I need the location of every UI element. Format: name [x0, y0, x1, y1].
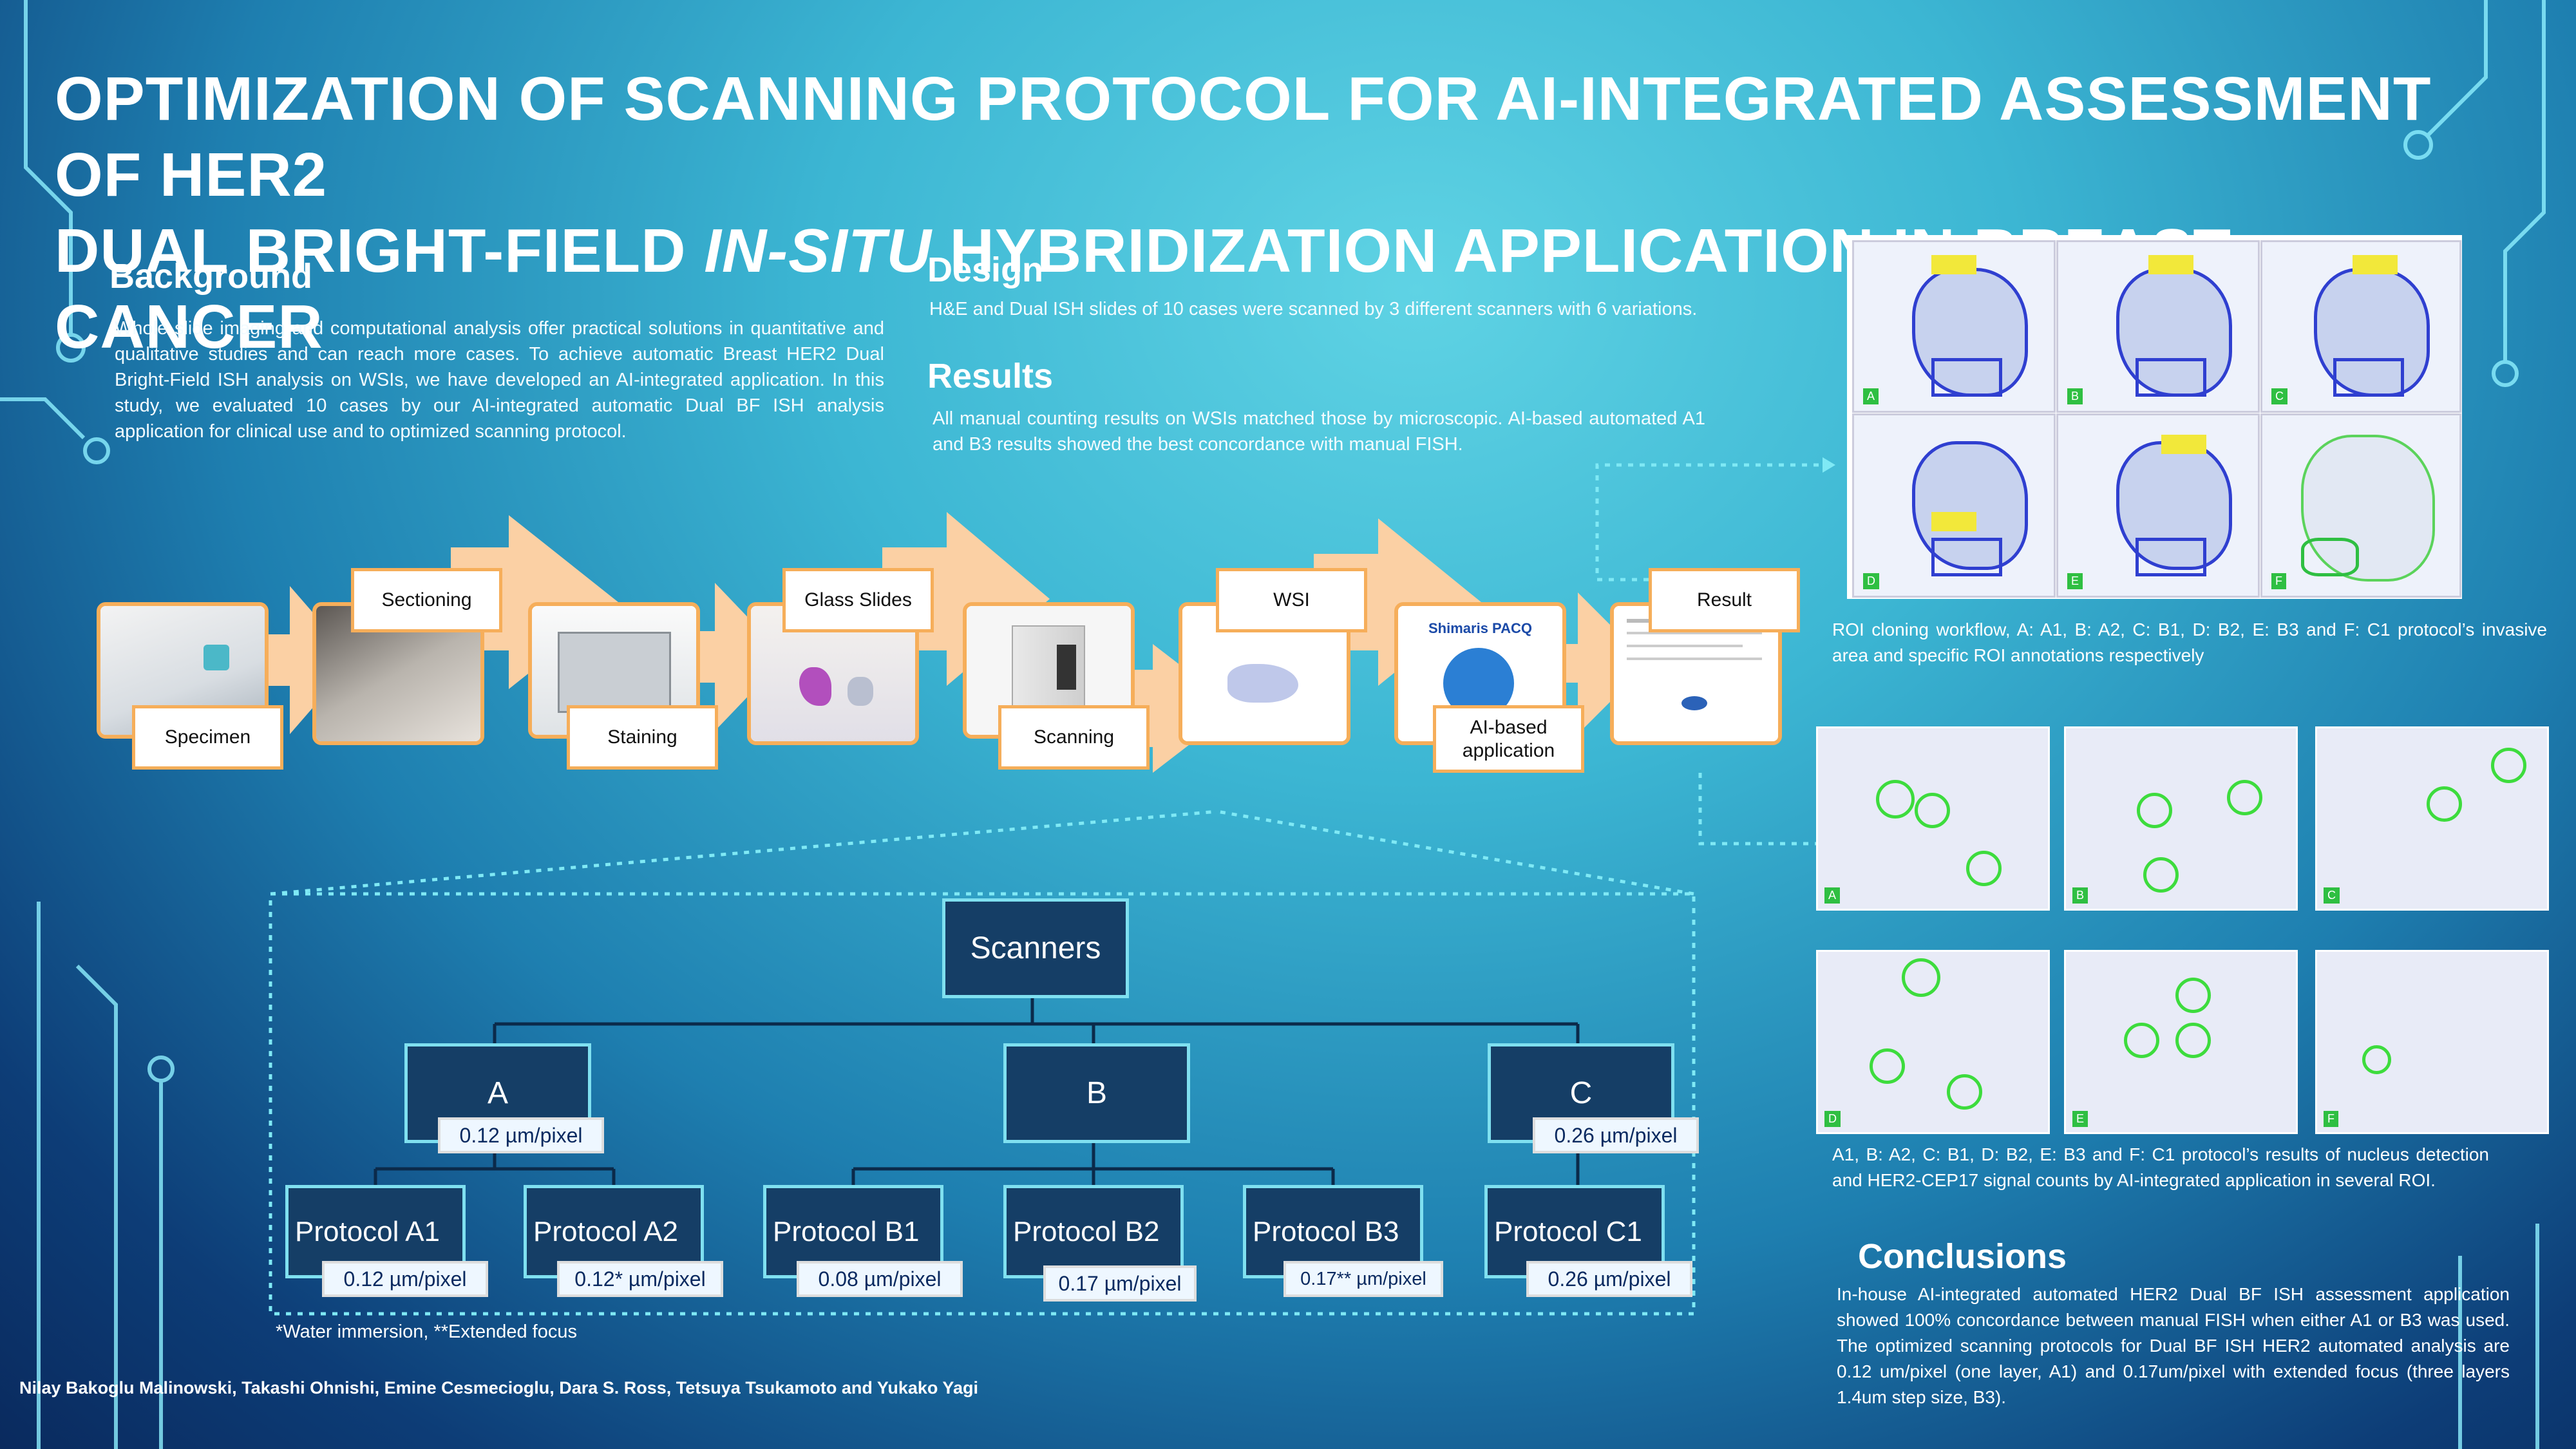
roi-tag-a: A: [1863, 388, 1879, 404]
label-staining: Staining: [567, 705, 718, 770]
roi-tag-d: D: [1863, 573, 1879, 589]
nucleus-tile-f: F: [2315, 950, 2549, 1134]
nucleus-tile-a: A: [1816, 726, 2050, 911]
label-ai-line-1: AI-based: [1470, 716, 1548, 738]
protocol-c1-resolution: 0.26 µm/pixel: [1526, 1261, 1692, 1297]
scanners-root-box: Scanners: [942, 898, 1129, 998]
roi-caption: ROI cloning workflow, A: A1, B: A2, C: B…: [1832, 620, 2547, 665]
scanner-b-box: B: [1003, 1043, 1190, 1143]
label-glass-slides: Glass Slides: [782, 568, 934, 632]
label-specimen: Specimen: [132, 705, 283, 770]
roi-tile-c: C: [2260, 240, 2461, 413]
roi-tile-e: E: [2056, 413, 2260, 598]
roi-panel: A B C D E F: [1847, 235, 2462, 599]
protocol-b2-resolution: 0.17 µm/pixel: [1043, 1265, 1197, 1302]
nucleus-tile-d: D: [1816, 950, 2050, 1134]
nucleus-tag-c: C: [2324, 887, 2340, 904]
scanner-footnote: *Water immersion, **Extended focus: [276, 1321, 577, 1342]
roi-tile-b: B: [2056, 240, 2260, 413]
arrow-3: [657, 583, 786, 731]
nucleus-tile-e: E: [2064, 950, 2298, 1134]
nucleus-tag-d: D: [1824, 1111, 1841, 1127]
title-line-2-start: DUAL BRIGHT-FIELD: [55, 216, 705, 285]
protocol-b1-resolution: 0.08 µm/pixel: [797, 1261, 963, 1297]
roi-tag-e: E: [2067, 573, 2083, 589]
label-ai-application: AI-based application: [1433, 705, 1584, 773]
roi-tile-f: F: [2260, 413, 2461, 598]
nucleus-tile-c: C: [2315, 726, 2549, 911]
label-sectioning: Sectioning: [351, 568, 502, 632]
label-scanning: Scanning: [998, 705, 1150, 770]
label-wsi: WSI: [1216, 568, 1367, 632]
nucleus-tag-a: A: [1824, 887, 1841, 904]
title-line-1: OPTIMIZATION OF SCANNING PROTOCOL FOR AI…: [55, 64, 2432, 209]
roi-tag-f: F: [2271, 573, 2286, 589]
title-italic: IN-SITU: [704, 216, 932, 285]
arrow-7: [1520, 592, 1649, 734]
arrow-4: [882, 512, 1050, 686]
roi-tile-a: A: [1852, 240, 2056, 413]
roi-tile-d: D: [1852, 413, 2056, 598]
background-heading: Background: [109, 257, 313, 296]
arrow-6: [1314, 518, 1481, 686]
protocol-b2-box: Protocol B2: [1003, 1185, 1184, 1278]
authors: Nilay Bakoglu Malinowski, Takashi Ohnish…: [19, 1378, 978, 1397]
nucleus-tile-b: B: [2064, 726, 2298, 911]
conclusions-heading: Conclusions: [1858, 1237, 2067, 1276]
protocol-b3-resolution: 0.17** µm/pixel: [1283, 1261, 1443, 1297]
results-heading: Results: [927, 357, 1054, 395]
label-ai-line-2: application: [1462, 739, 1555, 761]
scanner-c-resolution: 0.26 µm/pixel: [1533, 1117, 1699, 1153]
arrow-1: [232, 586, 354, 734]
roi-tag-c: C: [2271, 388, 2287, 404]
pacq-logo-text: Shimaris PACQ: [1428, 620, 1532, 636]
design-heading: Design: [927, 251, 1044, 289]
background-text: Whole slide imaging and computational an…: [115, 318, 884, 442]
nucleus-tag-f: F: [2324, 1111, 2338, 1127]
protocol-a1-resolution: 0.12 µm/pixel: [322, 1261, 488, 1297]
nucleus-caption: A1, B: A2, C: B1, D: B2, E: B3 and F: C1…: [1832, 1144, 2489, 1190]
design-text: H&E and Dual ISH slides of 10 cases were…: [929, 299, 1698, 319]
nucleus-tag-b: B: [2072, 887, 2088, 904]
nucleus-tag-e: E: [2072, 1111, 2088, 1127]
label-result: Result: [1649, 568, 1800, 632]
results-text: All manual counting results on WSIs matc…: [933, 408, 1705, 455]
protocol-a2-resolution: 0.12* µm/pixel: [557, 1261, 723, 1297]
scanner-a-resolution: 0.12 µm/pixel: [438, 1117, 604, 1153]
conclusions-text: In-house AI-integrated automated HER2 Du…: [1837, 1284, 2510, 1407]
roi-tag-b: B: [2067, 388, 2083, 404]
